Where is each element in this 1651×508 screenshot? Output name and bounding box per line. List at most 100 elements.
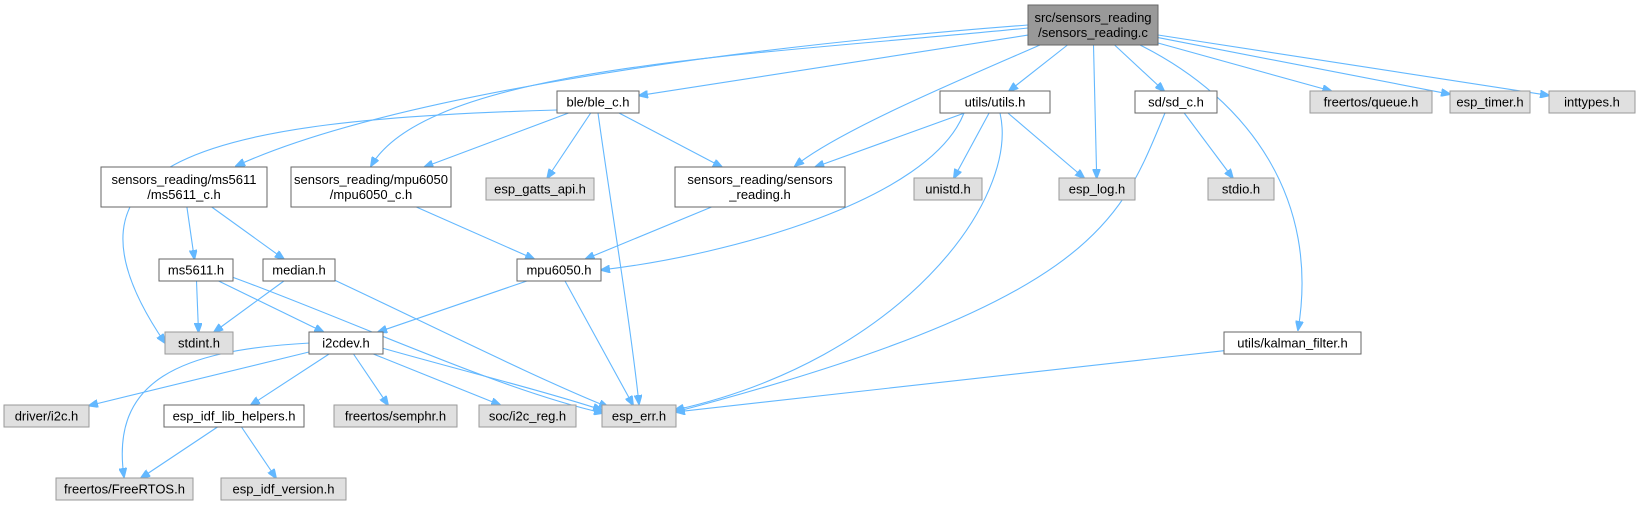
- node-box: [1134, 90, 1218, 114]
- node-box: [3, 404, 90, 428]
- edge-root-to-sr_h: [795, 44, 1041, 166]
- edge-utils-to-esp_log: [1007, 112, 1084, 178]
- node-box: [516, 258, 602, 282]
- node-ms5611[interactable]: ms5611.h: [158, 258, 234, 282]
- node-box: [939, 90, 1051, 114]
- edge-sr_h-to-mpu6050: [586, 206, 712, 259]
- edge-root-to-ms5611c: [236, 24, 1029, 166]
- node-utils[interactable]: utils/utils.h: [939, 90, 1051, 114]
- edge-root-to-sd: [1114, 44, 1165, 91]
- node-freertos: freertos/FreeRTOS.h: [55, 477, 194, 501]
- edge-root-to-kalman: [1139, 44, 1302, 330]
- node-label: esp_log.h: [1069, 182, 1125, 197]
- node-mpu6050[interactable]: mpu6050.h: [516, 258, 602, 282]
- edges-layer: [89, 24, 1549, 478]
- node-i2cdev[interactable]: i2cdev.h: [308, 331, 384, 355]
- node-mpu6050c[interactable]: sensors_reading/mpu6050/mpu6050_c.h: [290, 166, 452, 208]
- edge-i2cdev-to-freertos: [122, 342, 311, 477]
- node-idf_ver: esp_idf_version.h: [220, 477, 347, 501]
- nodes-layer: src/sensors_reading/sensors_reading.cble…: [3, 4, 1636, 501]
- node-box: [164, 331, 234, 355]
- node-box: [1548, 90, 1636, 114]
- edge-ms5611c-to-median: [211, 206, 284, 259]
- node-label: esp_timer.h: [1456, 95, 1523, 110]
- edge-ble-to-gatts: [547, 112, 592, 178]
- node-box: [556, 90, 640, 114]
- edge-helpers-to-freertos: [141, 426, 218, 478]
- edge-sd-to-stdio: [1183, 112, 1233, 178]
- node-median[interactable]: median.h: [262, 258, 336, 282]
- edge-i2cdev-to-esp_err: [381, 347, 602, 410]
- edge-ble-to-esp_err: [597, 112, 639, 404]
- node-label: /sensors_reading.c: [1038, 25, 1148, 40]
- node-box: [55, 477, 194, 501]
- node-box: [1309, 90, 1433, 114]
- node-inttypes: inttypes.h: [1548, 90, 1636, 114]
- node-box: [290, 166, 452, 208]
- node-box: [220, 477, 347, 501]
- node-label: sensors_reading/mpu6050: [294, 172, 448, 187]
- edge-median-to-esp_err: [329, 277, 608, 407]
- edge-ms5611-to-stdint: [197, 280, 199, 332]
- edge-utils-to-unistd: [954, 112, 990, 178]
- node-label: stdio.h: [1222, 182, 1260, 197]
- node-label: stdint.h: [178, 336, 220, 351]
- edge-i2cdev-to-helpers: [251, 353, 330, 405]
- node-label: driver/i2c.h: [15, 409, 79, 424]
- node-box: [601, 404, 677, 428]
- node-label: _reading.h: [728, 187, 790, 202]
- edge-ble-to-sr_h: [618, 112, 722, 167]
- edge-root-to-esp_log: [1094, 44, 1097, 178]
- node-esp_timer: esp_timer.h: [1449, 90, 1531, 114]
- node-root[interactable]: src/sensors_reading/sensors_reading.c: [1027, 4, 1159, 46]
- edge-ms5611-to-esp_err: [231, 276, 603, 413]
- node-box: [163, 404, 305, 428]
- node-label: inttypes.h: [1564, 95, 1620, 110]
- node-i2c_reg: soc/i2c_reg.h: [478, 404, 577, 428]
- edge-ble-to-mpu6050c: [424, 112, 569, 167]
- node-label: esp_idf_version.h: [233, 482, 335, 497]
- node-label: ble/ble_c.h: [567, 95, 630, 110]
- node-sr_h[interactable]: sensors_reading/sensors_reading.h: [674, 166, 846, 208]
- node-label: src/sensors_reading: [1034, 10, 1151, 25]
- node-box: [1449, 90, 1531, 114]
- node-label: ms5611.h: [168, 263, 224, 278]
- node-queue: freertos/queue.h: [1309, 90, 1433, 114]
- edge-ms5611c-to-ms5611: [186, 206, 195, 259]
- node-kalman[interactable]: utils/kalman_filter.h: [1223, 331, 1362, 355]
- node-label: mpu6050.h: [526, 263, 591, 278]
- node-helpers[interactable]: esp_idf_lib_helpers.h: [163, 404, 305, 428]
- node-label: i2cdev.h: [322, 336, 369, 351]
- node-semphr: freertos/semphr.h: [333, 404, 458, 428]
- node-label: utils/kalman_filter.h: [1237, 336, 1348, 351]
- node-unistd: unistd.h: [913, 177, 983, 201]
- node-stdio: stdio.h: [1207, 177, 1275, 201]
- node-label: freertos/semphr.h: [345, 409, 446, 424]
- node-label: sensors_reading/ms5611: [111, 172, 256, 187]
- node-label: freertos/queue.h: [1324, 95, 1419, 110]
- edge-i2cdev-to-semphr: [353, 353, 389, 405]
- edge-utils-to-mpu6050: [601, 112, 965, 270]
- edge-ms5611-to-i2cdev: [218, 280, 324, 332]
- edge-root-to-utils: [1009, 44, 1068, 91]
- node-box: [308, 331, 384, 355]
- node-esp_err: esp_err.h: [601, 404, 677, 428]
- node-ms5611c[interactable]: sensors_reading/ms5611/ms5611_c.h: [100, 166, 268, 208]
- edge-root-to-mpu6050c: [371, 27, 1029, 166]
- node-box: [674, 166, 846, 208]
- node-box: [1207, 177, 1275, 201]
- edge-ble-to-stdint: [122, 109, 558, 343]
- edge-mpu6050c-to-mpu6050: [416, 206, 534, 259]
- edge-root-to-queue: [1157, 42, 1331, 91]
- node-i2c: driver/i2c.h: [3, 404, 90, 428]
- node-sd[interactable]: sd/sd_c.h: [1134, 90, 1218, 114]
- node-ble[interactable]: ble/ble_c.h: [556, 90, 640, 114]
- edge-sd-to-esp_err: [675, 112, 1166, 412]
- edge-utils-to-sr_h: [815, 112, 965, 167]
- edge-mpu6050-to-esp_err: [564, 280, 633, 405]
- node-box: [158, 258, 234, 282]
- node-label: /mpu6050_c.h: [330, 187, 412, 202]
- node-gatts: esp_gatts_api.h: [485, 177, 595, 201]
- edge-utils-to-esp_err: [675, 112, 1003, 410]
- node-label: esp_idf_lib_helpers.h: [173, 409, 296, 424]
